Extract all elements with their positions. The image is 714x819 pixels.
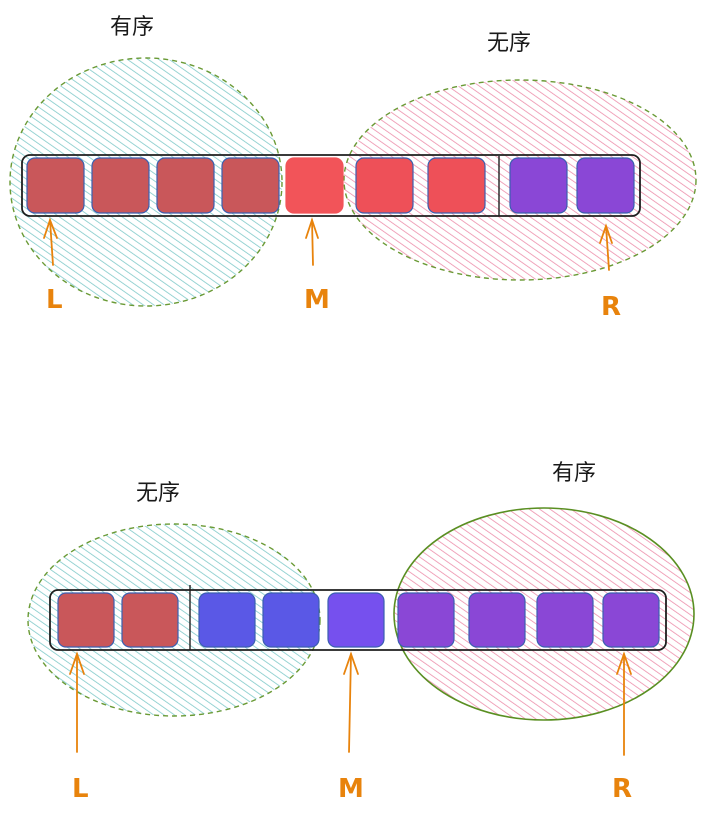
bottom-array-outline	[49, 589, 667, 651]
bottom-diagram: 无序 有序 L M R	[27, 461, 695, 804]
top-right-arrow	[599, 223, 613, 271]
bottom-right-arrow	[616, 651, 632, 756]
array-cell	[327, 592, 385, 648]
top-mid-arrow	[305, 217, 319, 266]
array-cell	[576, 157, 635, 214]
array-cell	[262, 592, 320, 648]
array-cell	[156, 157, 215, 214]
array-cell	[536, 592, 594, 648]
array-cell	[91, 157, 150, 214]
bottom-right-region-label: 有序	[552, 461, 596, 486]
array-cell	[285, 157, 344, 214]
top-array-cells	[26, 157, 635, 214]
array-cell	[198, 592, 256, 648]
bottom-array-cells	[57, 592, 660, 648]
array-cell	[57, 592, 115, 648]
array-cell	[121, 592, 179, 648]
top-left-arrow	[43, 217, 58, 266]
array-cell	[427, 157, 486, 214]
bottom-pointer-arrows	[69, 651, 632, 756]
bottom-pointer-L: L	[72, 774, 89, 804]
bottom-pointer-R: R	[612, 774, 632, 804]
array-cell	[355, 157, 414, 214]
bottom-left-region-label: 无序	[136, 481, 180, 506]
array-cell	[397, 592, 455, 648]
top-pointer-M: M	[304, 285, 330, 315]
top-left-region-label: 有序	[110, 15, 154, 40]
top-pointer-R: R	[601, 292, 621, 322]
top-right-region-label: 无序	[487, 31, 531, 56]
bottom-pointer-M: M	[338, 774, 364, 804]
top-array-outline	[21, 154, 641, 217]
array-cell	[509, 157, 568, 214]
array-cell	[221, 157, 280, 214]
bottom-left-arrow	[69, 651, 85, 753]
top-diagram: 有序 无序 L M R	[9, 15, 697, 322]
array-cell	[468, 592, 526, 648]
array-cell	[26, 157, 85, 214]
top-pointer-arrows	[43, 217, 613, 271]
array-cell	[602, 592, 660, 648]
top-pointer-L: L	[46, 285, 63, 315]
bottom-mid-arrow	[343, 651, 359, 753]
